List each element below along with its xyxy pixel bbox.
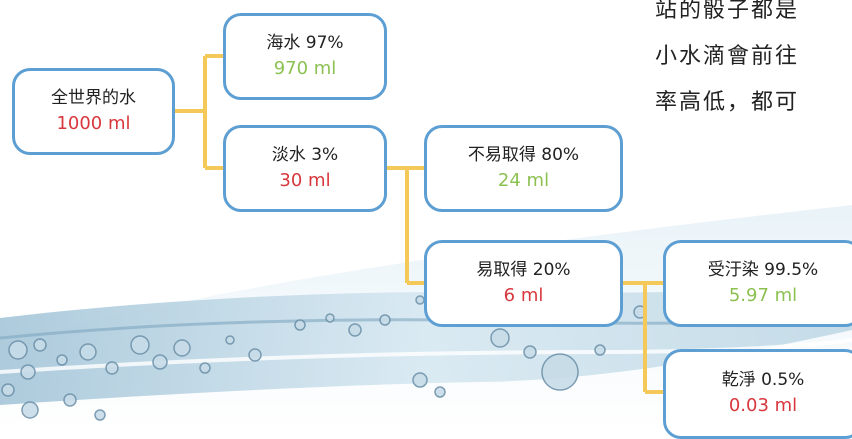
node-easy-to-obtain: 易取得 20% 6 ml	[424, 240, 623, 327]
node-seawater: 海水 97% 970 ml	[223, 13, 387, 100]
node-amount: 30 ml	[279, 169, 331, 191]
node-amount: 5.97 ml	[728, 284, 798, 306]
node-label: 易取得 20%	[476, 259, 571, 280]
node-hard-to-obtain: 不易取得 80% 24 ml	[424, 125, 623, 212]
node-amount: 0.03 ml	[728, 395, 798, 417]
node-label: 海水 97%	[266, 32, 344, 53]
node-world-water: 全世界的水 1000 ml	[12, 68, 175, 155]
paragraph-line: 率高低，都可	[655, 90, 800, 115]
node-amount: 6 ml	[503, 284, 544, 306]
node-label: 淡水 3%	[271, 144, 339, 165]
paragraph-line: 站的骰子都是	[655, 0, 800, 23]
tree-connectors	[175, 54, 663, 394]
paragraph-line: 小水滴會前往	[655, 44, 800, 69]
node-label: 受汙染 99.5%	[707, 259, 819, 280]
node-polluted: 受汙染 99.5% 5.97 ml	[663, 240, 852, 327]
body-paragraph: 站的骰子都是 小水滴會前往 率高低，都可	[655, 0, 799, 126]
node-amount: 24 ml	[497, 169, 550, 191]
node-clean: 乾淨 0.5% 0.03 ml	[663, 349, 852, 439]
node-amount: 970 ml	[273, 57, 337, 79]
node-label: 全世界的水	[51, 87, 136, 108]
node-freshwater: 淡水 3% 30 ml	[223, 125, 387, 212]
node-amount: 1000 ml	[56, 112, 131, 134]
node-label: 不易取得 80%	[467, 144, 580, 165]
node-label: 乾淨 0.5%	[721, 370, 805, 391]
